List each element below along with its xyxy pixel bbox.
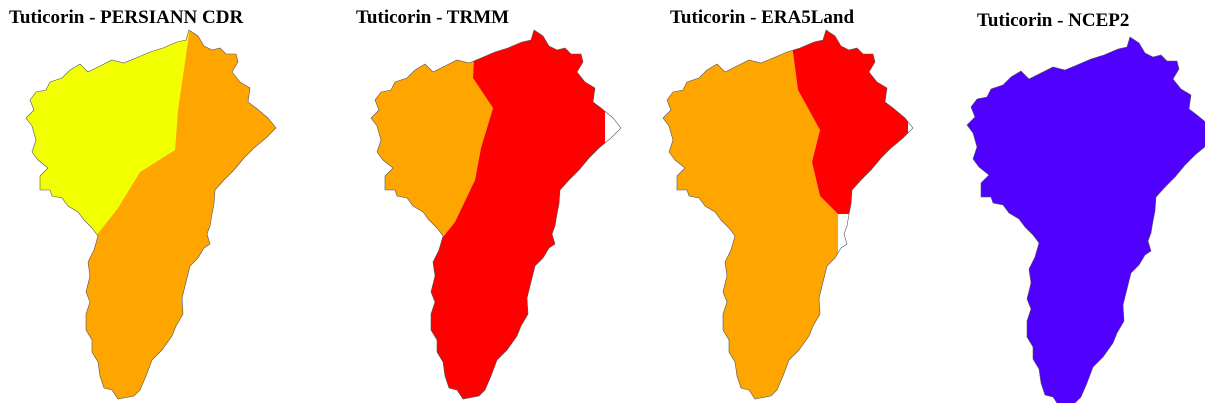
- panel-title: Tuticorin - ERA5Land: [670, 7, 855, 28]
- panel-title: Tuticorin - NCEP2: [977, 10, 1130, 31]
- panel-title: Tuticorin - PERSIANN CDR: [9, 7, 244, 28]
- district-map: [662, 29, 914, 400]
- map-zone: [967, 37, 1205, 403]
- map-panel-era5land: Tuticorin - ERA5Land: [598, 0, 914, 403]
- map-panel-persiann-cdr: Tuticorin - PERSIANN CDR: [0, 0, 300, 403]
- district-map: [370, 29, 622, 400]
- map-zone: [371, 30, 493, 290]
- district-map: [25, 29, 277, 400]
- map-panel-trmm: Tuticorin - TRMM: [305, 0, 622, 403]
- panel-title: Tuticorin - TRMM: [356, 7, 510, 28]
- district-boundary: [25, 29, 277, 400]
- map-panel-ncep2: Tuticorin - NCEP2: [903, 0, 1205, 403]
- district-boundary: [966, 36, 1205, 403]
- district-boundary: [370, 29, 622, 400]
- district-map: [966, 36, 1205, 403]
- map-zone: [663, 30, 838, 399]
- district-boundary: [662, 29, 914, 400]
